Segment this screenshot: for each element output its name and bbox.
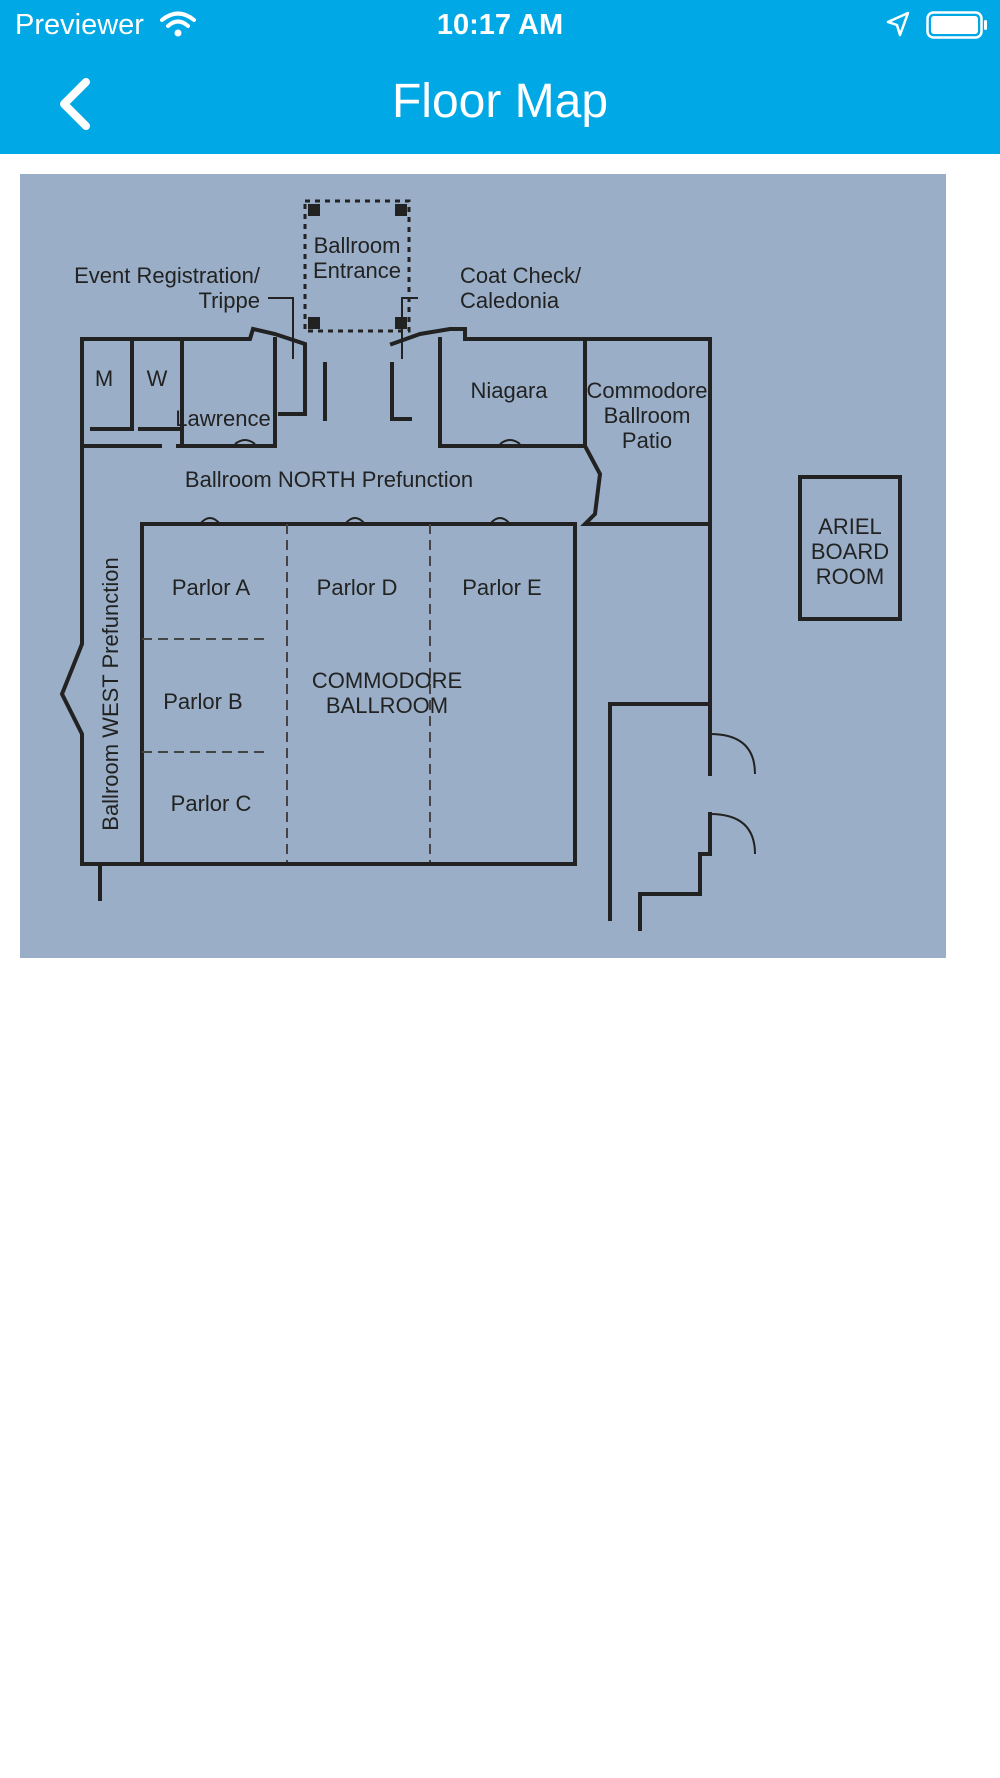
navigation-bar: Floor Map bbox=[0, 56, 1000, 152]
label-lawrence: Lawrence bbox=[175, 406, 270, 431]
label-patio: Commodore bbox=[586, 378, 707, 403]
label-m: M bbox=[95, 366, 113, 391]
label-parlor-d: Parlor D bbox=[317, 575, 398, 600]
label-ballroom-entrance-2: Entrance bbox=[313, 258, 401, 283]
label-commodore-ballroom: COMMODORE bbox=[312, 668, 462, 693]
label-north-prefunction: Ballroom NORTH Prefunction bbox=[185, 467, 473, 492]
label-coat-check: Coat Check/ bbox=[460, 263, 582, 288]
status-time: 10:17 AM bbox=[436, 9, 564, 41]
label-ariel-3: ROOM bbox=[816, 564, 884, 589]
floor-map[interactable]: Ballroom Entrance Event Registration/ Tr… bbox=[20, 174, 946, 958]
label-ariel: ARIEL bbox=[818, 514, 882, 539]
header-bar: Previewer 10:17 AM Floor Map bbox=[0, 0, 1000, 154]
label-commodore-ballroom-2: BALLROOM bbox=[326, 693, 448, 718]
label-event-registration-2: Trippe bbox=[198, 288, 260, 313]
label-coat-check-2: Caledonia bbox=[460, 288, 560, 313]
label-ballroom-entrance: Ballroom bbox=[314, 233, 401, 258]
carrier-label: Previewer bbox=[15, 9, 144, 41]
floor-map-drawing: Ballroom Entrance Event Registration/ Tr… bbox=[59, 199, 902, 931]
label-parlor-e: Parlor E bbox=[462, 575, 541, 600]
label-niagara: Niagara bbox=[470, 378, 548, 403]
label-parlor-c: Parlor C bbox=[171, 791, 252, 816]
label-patio-2: Ballroom bbox=[604, 403, 691, 428]
label-west-prefunction: Ballroom WEST Prefunction bbox=[98, 557, 123, 830]
wifi-icon bbox=[160, 11, 196, 37]
label-w: W bbox=[147, 366, 168, 391]
back-button[interactable] bbox=[44, 72, 108, 136]
battery-icon bbox=[926, 11, 987, 39]
chevron-left-icon bbox=[60, 78, 90, 130]
page-title: Floor Map bbox=[391, 75, 609, 128]
location-arrow-icon bbox=[886, 11, 910, 37]
label-patio-3: Patio bbox=[622, 428, 672, 453]
label-event-registration: Event Registration/ bbox=[74, 263, 261, 288]
label-parlor-a: Parlor A bbox=[172, 575, 251, 600]
label-parlor-b: Parlor B bbox=[163, 689, 242, 714]
status-bar: Previewer 10:17 AM bbox=[0, 0, 1000, 50]
label-ariel-2: BOARD bbox=[811, 539, 889, 564]
